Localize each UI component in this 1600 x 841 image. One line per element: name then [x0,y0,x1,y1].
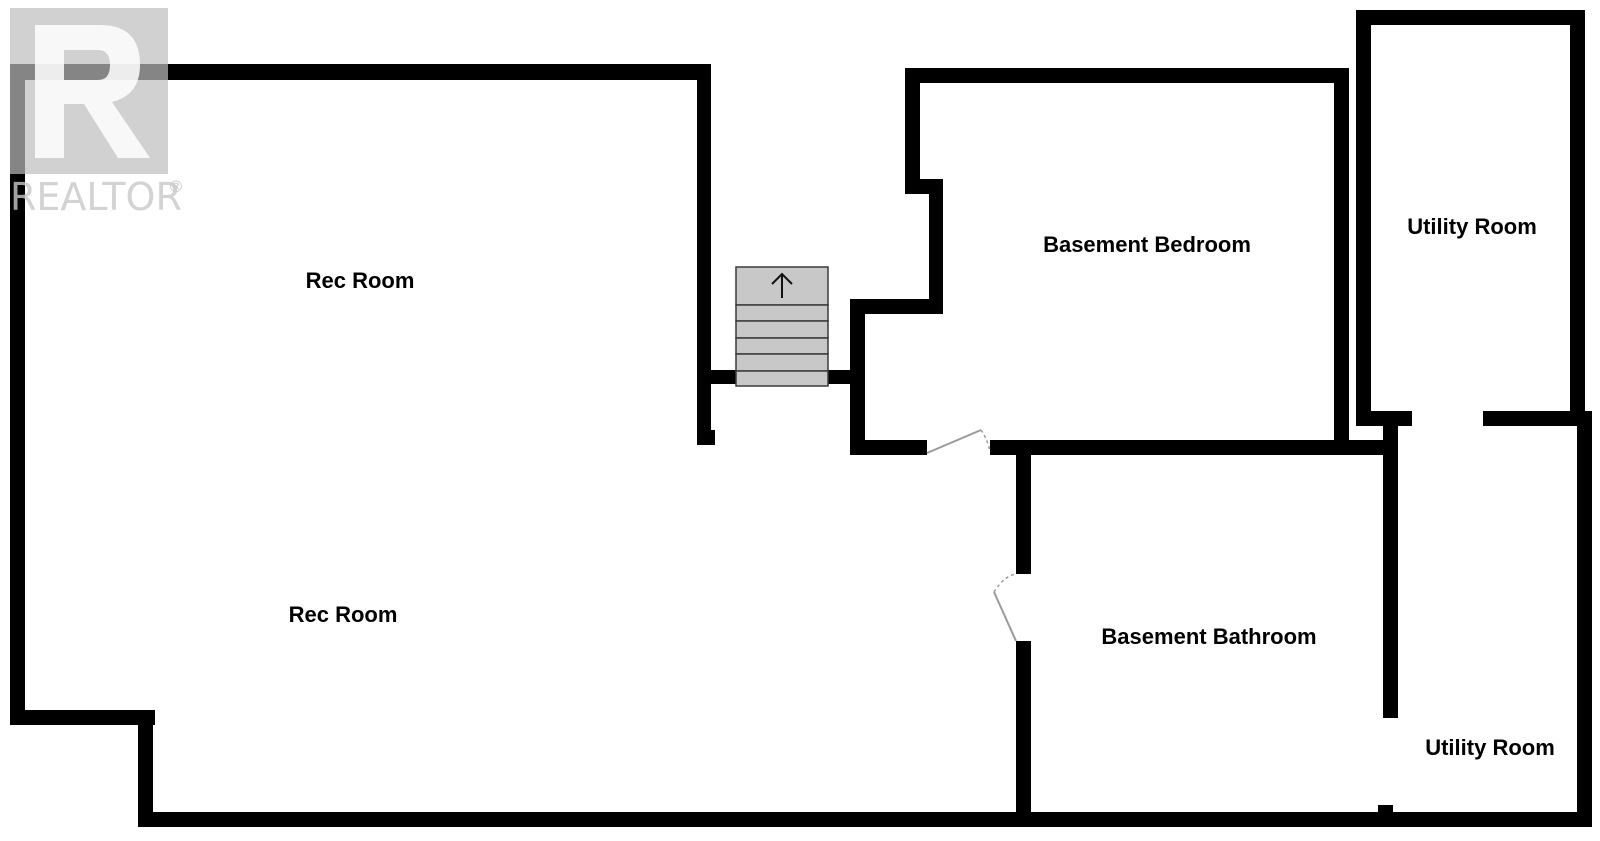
wall [1378,805,1393,827]
wall [1016,812,1382,827]
door-bathroom [993,573,1017,642]
room-label-basement-bedroom: Basement Bedroom [1043,232,1251,257]
wall [850,299,865,455]
door-swing [993,573,1017,593]
staircase [735,266,829,387]
wall [1016,440,1031,574]
wall [697,430,715,445]
wall [850,299,943,314]
room-label-utility-room-upper: Utility Room [1407,214,1537,239]
realtor-logo: REALTOR ® [10,8,184,219]
door-bedroom [926,429,991,454]
wall [1383,418,1398,718]
wall [1388,812,1592,827]
wall [905,68,1349,83]
wall [10,64,25,724]
wall [1577,411,1592,827]
wall [1016,641,1031,827]
wall [10,710,155,725]
stair-step [735,320,829,339]
wall [905,68,920,194]
wall [929,179,943,314]
room-label-rec-room-upper: Rec Room [306,268,415,293]
wall [828,370,850,384]
stair-step [735,337,829,355]
wall [1334,68,1349,451]
wall [138,710,153,827]
logo-registered-mark: ® [168,177,184,196]
room-label-utility-room-lower: Utility Room [1425,735,1555,760]
room-label-basement-bathroom: Basement Bathroom [1101,624,1316,649]
wall [1356,10,1371,426]
wall [1356,411,1412,426]
arrow-up-icon [771,272,793,298]
wall [711,370,736,384]
wall [1570,10,1585,426]
stair-step [735,353,829,372]
stair-step [735,370,829,387]
room-labels: Rec Room Rec Room Basement Bedroom Basem… [289,214,1555,760]
wall [990,440,1387,455]
wall [850,440,927,455]
logo-text: REALTOR [10,175,182,219]
stair-step [735,304,829,322]
walls [10,10,1592,827]
door-leaf [926,429,982,454]
wall [10,64,711,80]
door-leaf [993,591,1017,642]
wall [1356,10,1585,25]
logo-r-glyph [35,25,150,158]
wall [1483,411,1592,426]
door-swing [980,429,991,453]
wall [697,64,711,444]
room-label-rec-room-lower: Rec Room [289,602,398,627]
